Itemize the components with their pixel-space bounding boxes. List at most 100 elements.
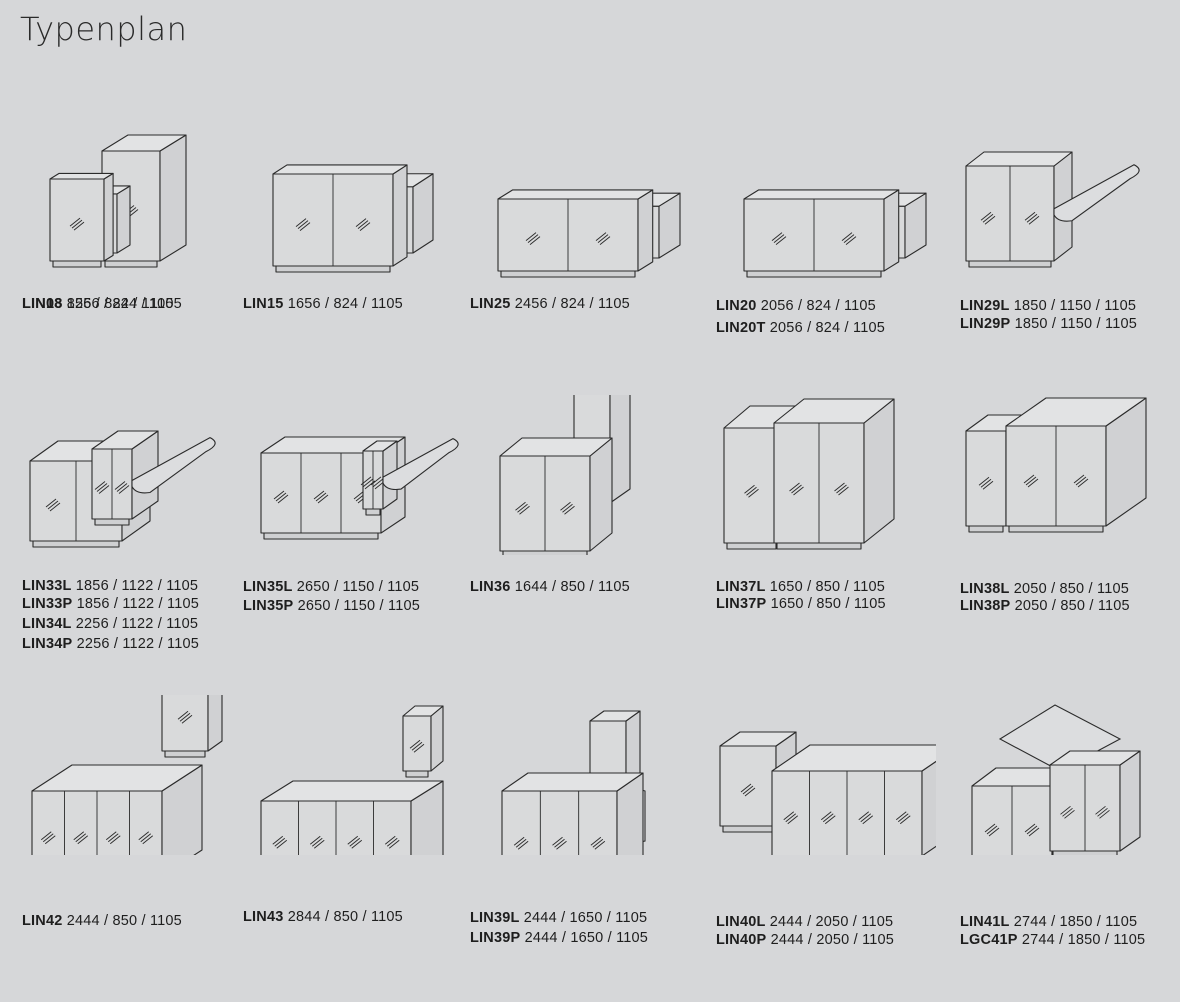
type-label: LIN37P 1650 / 850 / 1105 [716, 595, 886, 614]
furniture-drawing-desk-wing [965, 151, 1140, 268]
type-code: LIN37P [716, 596, 767, 612]
furniture-drawing-u-shape-table [501, 710, 646, 855]
type-code: LIN38P [960, 598, 1011, 614]
type-code: LGC41P [960, 932, 1018, 948]
type-dimensions: 2744 / 1850 / 1105 [1013, 914, 1138, 930]
plinth [1052, 850, 1118, 855]
type-label: LIN43 2844 / 850 / 1105 [243, 908, 403, 927]
plinth [275, 265, 391, 273]
glass-reflection-mark [40, 831, 56, 845]
glass-reflection-mark [841, 232, 857, 245]
glass-reflection-mark [789, 482, 804, 496]
glass-reflection-mark [771, 232, 787, 245]
type-dimensions: 2256 / 1122 / 1105 [76, 636, 199, 652]
table-top [382, 437, 459, 491]
glass-reflection-mark [272, 835, 288, 849]
type-label: LIN33P 1856 / 1122 / 1105 [22, 595, 199, 614]
furniture-drawing-l-shape-long [719, 731, 936, 855]
side-panel [883, 189, 900, 272]
type-card-lin36: LIN36 1644 / 850 / 1105 [470, 395, 706, 695]
type-code: LIN34L [22, 616, 72, 632]
furniture-drawing-l-shape-table [971, 704, 1141, 855]
plinth [405, 770, 429, 778]
glass-reflection-mark [45, 498, 61, 512]
side-panel [921, 760, 936, 855]
glass-reflection-mark [309, 835, 325, 849]
glass-reflection-mark [1060, 805, 1075, 819]
top-panel [272, 164, 408, 175]
top-panel [31, 764, 203, 792]
top-panel [589, 710, 641, 722]
type-code: LIN15 [243, 296, 284, 312]
plinth [726, 542, 777, 550]
side-panel [392, 164, 408, 267]
type-dimensions: 1256 / 824 / 1105 [66, 296, 182, 312]
page-title: Typenplan [20, 10, 188, 48]
top-panel [49, 172, 114, 180]
type-dimensions: 1656 / 824 / 1105 [287, 296, 403, 312]
side-panel [207, 695, 223, 752]
furniture-drawing-desk-wing-corner [260, 436, 459, 540]
type-dimensions: 2444 / 850 / 1105 [66, 913, 182, 929]
plinth [263, 532, 379, 540]
glass-reflection-mark [355, 218, 371, 231]
front-panel [723, 427, 780, 544]
type-label: LIN15 1656 / 824 / 1105 [243, 295, 403, 314]
table-top [131, 436, 216, 494]
top-panel [101, 134, 187, 152]
plinth [746, 270, 882, 278]
top-panel [362, 440, 398, 452]
furniture-drawing-corner-long [965, 397, 1147, 533]
type-code: LIN33L [22, 578, 72, 594]
glass-reflection-mark [552, 836, 567, 850]
type-code: LIN40P [716, 932, 767, 948]
furniture-drawing-counter-long [497, 189, 681, 278]
type-code: LIN42 [22, 913, 63, 929]
type-dimensions: 1856 / 1122 / 1105 [75, 578, 199, 594]
type-card-lin42: LIN42 2444 / 850 / 1105 [22, 695, 258, 995]
type-label: LGC41P 2744 / 1850 / 1105 [960, 931, 1145, 950]
glass-reflection-mark [1024, 823, 1040, 837]
side-panel [609, 395, 631, 504]
side-panel [430, 705, 444, 772]
plinth [968, 525, 1004, 533]
type-label: LIN40P 2444 / 2050 / 1105 [716, 931, 894, 950]
side-panel [103, 172, 114, 262]
type-label: LIN39L 2444 / 1650 / 1105 [470, 909, 647, 928]
type-label: LIN20T 2056 / 824 / 1105 [716, 319, 885, 338]
type-label: LIN13 1256 / 824 / 1105 [22, 295, 182, 314]
type-label: LIN38P 2050 / 850 / 1105 [960, 597, 1130, 616]
type-dimensions: 1644 / 850 / 1105 [514, 579, 630, 595]
side-panel [159, 134, 187, 262]
type-label: LIN36 1644 / 850 / 1105 [470, 578, 630, 597]
type-code: LIN38L [960, 581, 1010, 597]
glass-reflection-mark [1023, 474, 1039, 488]
type-dimensions: 2050 / 850 / 1105 [1013, 581, 1129, 597]
top-panel [260, 780, 444, 802]
type-dimensions: 2050 / 850 / 1105 [1014, 598, 1130, 614]
furniture-drawing-low-u-wide [260, 705, 444, 855]
type-code: LIN35L [243, 579, 293, 595]
top-panel [1005, 397, 1147, 427]
glass-reflection-mark [978, 476, 994, 490]
plinth [776, 542, 862, 550]
glass-reflection-mark [1024, 211, 1040, 225]
type-code: LIN37L [716, 579, 766, 595]
glass-reflection-mark [513, 836, 529, 850]
type-dimensions: 1850 / 1150 / 1105 [1013, 298, 1137, 314]
type-label: LIN29P 1850 / 1150 / 1105 [960, 315, 1137, 334]
type-code: LIN35P [243, 598, 294, 614]
plinth [104, 260, 158, 268]
glass-reflection-mark [895, 811, 911, 825]
type-code: LIN13 [22, 296, 63, 312]
type-label: LIN08 856 / 824 / 1105 [22, 295, 174, 314]
type-dimensions: 2650 / 1150 / 1105 [296, 579, 420, 595]
glass-reflection-mark [69, 217, 85, 231]
type-dimensions: 1850 / 1150 / 1105 [1014, 316, 1137, 332]
furniture-drawing-corner-tall [723, 398, 895, 550]
type-dimensions: 2056 / 824 / 1105 [769, 320, 885, 336]
glass-reflection-mark [105, 831, 121, 845]
